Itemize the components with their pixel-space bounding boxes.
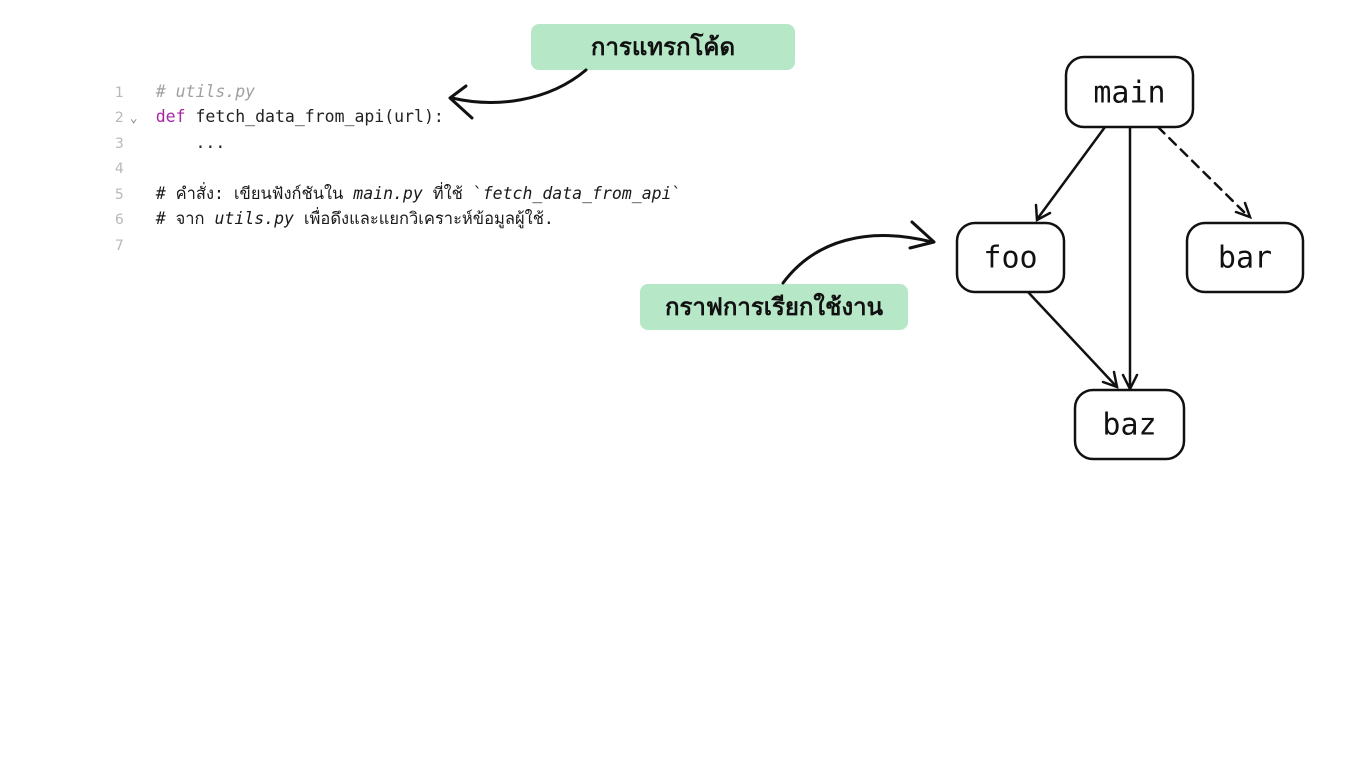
code-line: 6 # จาก utils.py เพื่อดึงและแยกวิเคราะห์ข… xyxy=(60,181,681,228)
node-foo-label: foo xyxy=(983,241,1037,276)
edge-main-bar xyxy=(1156,125,1249,217)
node-main-label: main xyxy=(1093,76,1165,111)
code-text: ... xyxy=(155,132,226,152)
line-number: 4 xyxy=(114,161,124,177)
node-baz-label: baz xyxy=(1102,408,1156,443)
code-comment: # คำสั่ง: เขียนฟังก์ชันใน xyxy=(155,183,354,203)
call-graph-label: กราฟการเรียกใช้งาน xyxy=(640,284,908,330)
code-text: fetch_data_from_api(url): xyxy=(185,107,444,126)
edge-foo-baz-arrowhead xyxy=(1101,370,1119,389)
code-editor: 1 # utils.py 2 ⌄ def fetch_data_from_api(ur… xyxy=(60,53,682,254)
line-number: 1 xyxy=(114,84,124,101)
code-line: 3 ... xyxy=(60,104,681,152)
code-comment-function: fetch_data_from_api xyxy=(482,183,672,203)
code-line: 4 xyxy=(60,130,681,177)
line-number: 3 xyxy=(114,135,124,152)
code-comment: ` xyxy=(671,183,682,203)
line-number: 6 xyxy=(114,212,124,228)
code-line: 1 # utils.py xyxy=(60,53,681,101)
edge-main-foo xyxy=(1036,125,1107,220)
code-insert-label: การแทรกโค้ด xyxy=(531,24,795,70)
code-line: 2 ⌄ def fetch_data_from_api(url): xyxy=(60,79,681,126)
edge-main-bar-arrowhead xyxy=(1234,201,1253,220)
code-comment-file: utils.py xyxy=(214,209,294,228)
edge-foo-baz xyxy=(1026,290,1117,387)
annotation-arrow-graph xyxy=(781,220,936,285)
chevron-down-icon[interactable]: ⌄ xyxy=(129,111,138,126)
code-comment: ที่ใช้ ` xyxy=(422,183,483,203)
code-comment: # utils.py xyxy=(155,81,256,101)
node-bar-label: bar xyxy=(1218,241,1272,276)
line-number: 2 xyxy=(114,110,124,126)
node-bar: bar xyxy=(1185,221,1305,294)
code-comment-file: main.py xyxy=(353,183,423,203)
line-number: 5 xyxy=(114,186,124,203)
code-comment: # จาก xyxy=(155,209,215,228)
node-main: main xyxy=(1064,55,1195,129)
line-number: 7 xyxy=(114,237,124,254)
code-line: 7 xyxy=(60,206,681,254)
graph-edges xyxy=(1026,125,1253,392)
code-comment: เพื่อดึงและแยกวิเคราะห์ข้อมูลผู้ใช้. xyxy=(293,209,554,228)
code-line: 5 # คำสั่ง: เขียนฟังก์ชันใน main.py ที่ใช… xyxy=(60,155,682,203)
code-keyword: def xyxy=(155,107,186,126)
annotation-arrow-code xyxy=(448,68,588,120)
edge-main-foo-arrowhead xyxy=(1034,203,1052,223)
node-baz: baz xyxy=(1073,388,1186,461)
node-foo: foo xyxy=(955,221,1066,294)
